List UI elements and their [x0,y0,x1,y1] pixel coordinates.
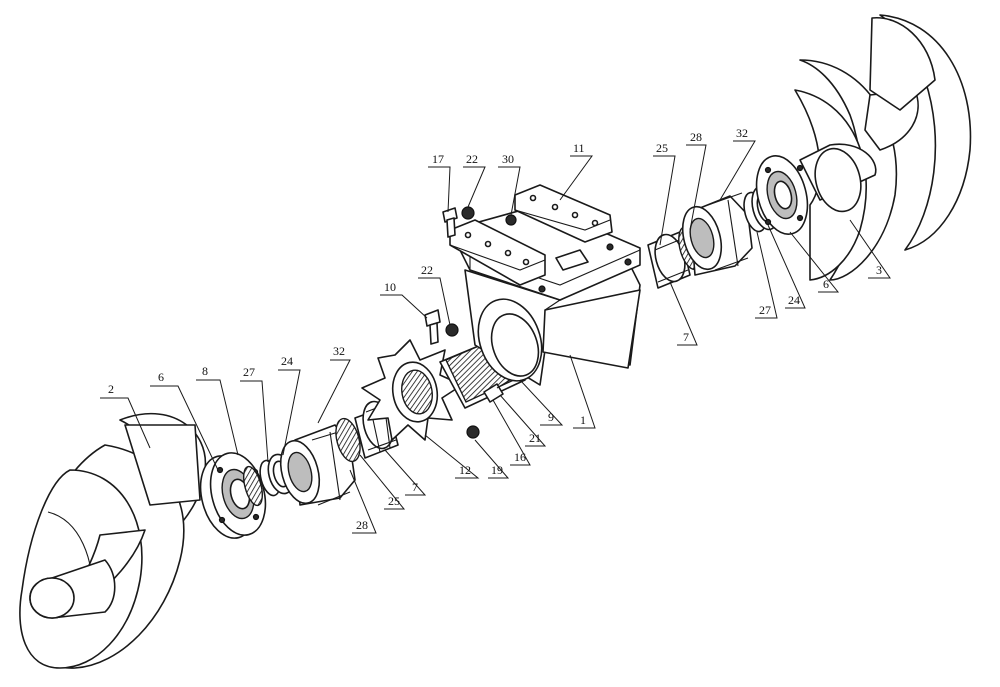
callout-17: 17 [432,152,444,166]
callout-27: 27 [243,365,255,379]
callout-12: 12 [459,463,471,477]
callout-16: 16 [514,450,526,464]
callout-19: 19 [491,463,503,477]
fasteners [424,206,517,439]
callout-32: 32 [333,344,345,358]
callout-28: 28 [356,518,368,532]
callout-25-right: 25 [656,141,668,155]
callout-30: 30 [502,152,514,166]
callout-8: 8 [202,364,208,378]
right-bearing-housing [681,192,753,276]
callout-28-right: 28 [690,130,702,144]
callout-22-upper: 22 [466,152,478,166]
callout-6-right: 6 [823,277,829,291]
callout-32-right: 32 [736,126,748,140]
callout-7: 7 [412,480,418,494]
star-sprocket [361,339,463,441]
callout-21: 21 [529,431,541,445]
callout-24: 24 [281,354,293,368]
callout-10: 10 [384,280,396,294]
left-auger-flight [19,412,207,669]
callout-27-right: 27 [759,303,771,317]
callout-24-right: 24 [788,293,800,307]
mounting-plates [449,184,613,286]
callout-1: 1 [580,413,586,427]
callout-6: 6 [158,370,164,384]
callout-labels: 2 6 8 27 24 32 28 25 7 12 19 16 21 9 1 1… [108,126,882,532]
left-bearing-flange [199,452,267,539]
callout-11: 11 [573,141,585,155]
leader-lines [100,140,891,534]
callout-2: 2 [108,382,114,396]
callout-7-right: 7 [683,330,689,344]
callout-25: 25 [388,494,400,508]
callout-9: 9 [548,410,554,424]
right-bearing-flange [755,155,809,235]
callout-3: 3 [876,263,882,277]
callout-22-lower: 22 [421,263,433,277]
right-auger-flight [794,14,972,281]
